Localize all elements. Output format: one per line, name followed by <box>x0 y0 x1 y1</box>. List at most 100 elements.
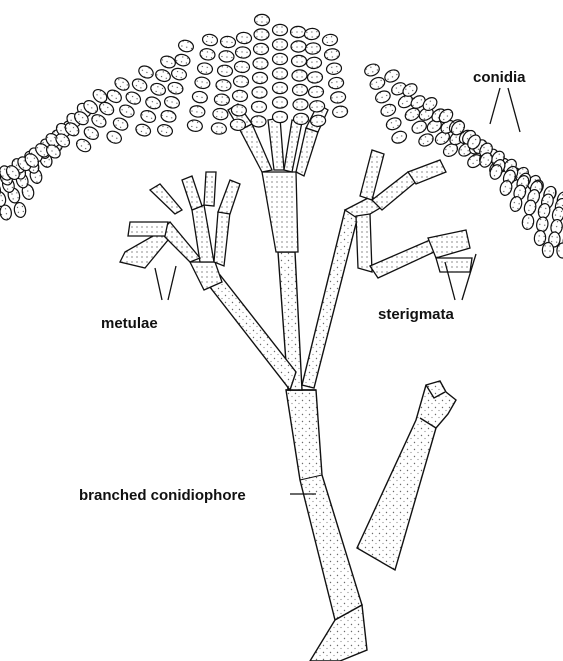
conidium <box>177 39 194 53</box>
conidium <box>307 71 323 83</box>
conidium <box>293 99 308 111</box>
conidium <box>254 14 269 26</box>
conidium <box>324 48 340 61</box>
conidium <box>390 129 408 145</box>
metulae-pointer-2 <box>168 266 176 300</box>
conidium <box>217 64 233 77</box>
conidium <box>326 62 342 75</box>
conidium <box>306 57 322 69</box>
conidium <box>293 113 308 125</box>
conidium <box>174 53 191 67</box>
conidium <box>252 87 267 99</box>
label-sterigmata: sterigmata <box>378 306 455 323</box>
conidium <box>310 115 326 127</box>
conidia-pointer-2 <box>508 88 520 132</box>
conidium <box>253 58 268 70</box>
conidium <box>521 214 535 231</box>
label-conidiophore: branched conidiophore <box>79 487 246 504</box>
conidium <box>111 116 129 133</box>
conidium <box>232 90 248 102</box>
conidium <box>330 91 346 104</box>
label-conidia: conidia <box>473 69 526 86</box>
conidium <box>308 86 324 98</box>
conidium <box>273 82 288 93</box>
conidium <box>322 33 338 46</box>
conidium <box>231 104 247 116</box>
conidium <box>273 53 288 64</box>
conidium <box>304 28 320 40</box>
conidium <box>328 77 344 90</box>
conidium <box>214 93 230 106</box>
conidium <box>233 75 249 87</box>
metulae-pointer-1 <box>155 268 162 300</box>
conidium <box>212 108 228 121</box>
conidium <box>273 24 288 35</box>
conidium <box>368 75 386 91</box>
right-metulae-group <box>345 150 472 278</box>
conidium <box>235 46 251 58</box>
conidium <box>292 84 307 96</box>
conidium <box>144 95 162 111</box>
conidium <box>385 116 403 132</box>
conidium <box>218 50 234 63</box>
conidium <box>139 109 157 125</box>
conidium <box>118 103 136 120</box>
conidium <box>170 67 187 81</box>
conidium <box>124 90 142 107</box>
conidium <box>194 76 211 90</box>
conidium <box>160 109 177 123</box>
conidium <box>105 129 123 146</box>
conidium <box>253 43 268 55</box>
conidium <box>251 101 266 113</box>
conidium <box>252 72 267 84</box>
conidium <box>305 42 321 54</box>
conidium <box>542 242 554 257</box>
conidia-pointer-1 <box>490 88 500 124</box>
conidium <box>273 39 288 50</box>
conidium <box>273 111 288 122</box>
label-metulae: metulae <box>101 315 158 332</box>
conidium <box>215 79 231 92</box>
conidium <box>192 90 209 104</box>
conidium <box>374 89 392 105</box>
conidium <box>273 97 288 108</box>
conidium <box>199 47 216 61</box>
conidium <box>130 77 148 94</box>
conidium <box>383 68 402 85</box>
conidium <box>187 119 204 133</box>
conidium <box>291 55 306 67</box>
conidium <box>230 119 246 131</box>
conidium <box>417 132 436 149</box>
conidium <box>134 122 152 138</box>
conidium <box>309 100 325 112</box>
conidium <box>273 68 288 79</box>
conidium <box>291 41 306 53</box>
conidium <box>220 36 236 49</box>
conidium <box>290 26 305 38</box>
conidium <box>13 202 27 219</box>
conidium <box>159 54 177 70</box>
conidium <box>156 123 173 137</box>
conidium <box>292 70 307 82</box>
left-metulae-group <box>120 172 240 290</box>
conidium <box>332 105 348 118</box>
conidium <box>189 105 206 119</box>
conidium <box>154 68 172 84</box>
conidium <box>167 81 184 95</box>
conidium <box>379 102 397 118</box>
side-branch <box>357 381 456 570</box>
conidium <box>211 122 227 135</box>
conidium <box>363 62 381 78</box>
conidium <box>251 116 266 128</box>
conidium <box>234 61 250 73</box>
conidium <box>137 64 155 81</box>
conidium <box>410 119 429 136</box>
conidium <box>236 32 252 44</box>
conidium <box>163 95 180 109</box>
conidium <box>254 29 269 41</box>
conidium <box>197 62 214 76</box>
conidium <box>202 33 219 47</box>
conidium <box>149 81 167 97</box>
